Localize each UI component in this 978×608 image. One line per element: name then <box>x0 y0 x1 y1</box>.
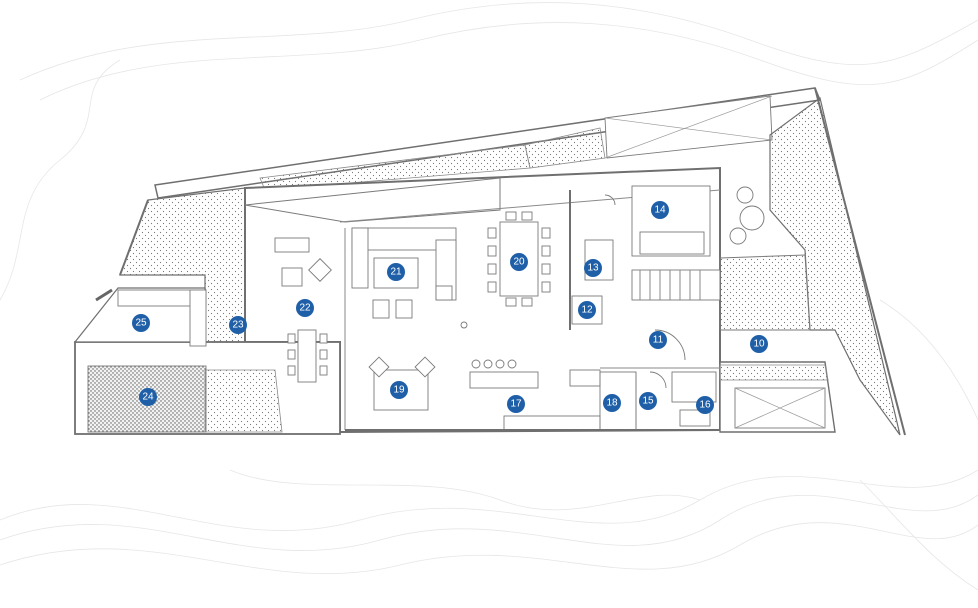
svg-text:16: 16 <box>699 400 711 411</box>
room-badge-22[interactable]: 22 <box>296 299 314 317</box>
room-badge-18[interactable]: 18 <box>603 394 621 412</box>
room-badge-15[interactable]: 15 <box>639 392 657 410</box>
svg-text:21: 21 <box>390 267 402 278</box>
room-badge-19[interactable]: 19 <box>390 381 408 399</box>
svg-text:17: 17 <box>510 399 522 410</box>
room-badge-20[interactable]: 20 <box>510 253 528 271</box>
planter-strip-north <box>154 87 822 199</box>
planter-east <box>769 87 906 436</box>
room-badge-17[interactable]: 17 <box>507 395 525 413</box>
svg-text:12: 12 <box>581 305 593 316</box>
dining-room-20 <box>460 211 551 329</box>
room-badge-23[interactable]: 23 <box>229 316 247 334</box>
lounge-kitchen <box>345 356 720 431</box>
room-badge-10[interactable]: 10 <box>750 335 768 353</box>
svg-text:20: 20 <box>513 257 525 268</box>
room-badge-24[interactable]: 24 <box>139 388 157 406</box>
svg-text:10: 10 <box>753 339 765 350</box>
room-badge-11[interactable]: 11 <box>649 331 667 349</box>
topographic-background <box>0 2 978 591</box>
room-badge-21[interactable]: 21 <box>387 263 405 281</box>
svg-text:22: 22 <box>299 303 311 314</box>
room-badge-25[interactable]: 25 <box>132 314 150 332</box>
dining-area-22 <box>274 237 332 383</box>
svg-text:25: 25 <box>135 318 147 329</box>
svg-text:19: 19 <box>393 385 405 396</box>
svg-text:11: 11 <box>653 335 664 346</box>
room-badges: 10 11 12 13 14 15 16 17 18 19 20 21 22 2… <box>132 201 768 414</box>
room-badge-12[interactable]: 12 <box>578 301 596 319</box>
room-badge-16[interactable]: 16 <box>696 396 714 414</box>
svg-text:14: 14 <box>654 205 666 216</box>
terrace-10 <box>719 254 836 433</box>
room-badge-13[interactable]: 13 <box>584 259 602 277</box>
svg-text:15: 15 <box>642 396 654 407</box>
room-badge-14[interactable]: 14 <box>651 201 669 219</box>
svg-text:23: 23 <box>232 320 244 331</box>
svg-text:18: 18 <box>606 398 618 409</box>
svg-text:24: 24 <box>142 392 154 403</box>
svg-text:13: 13 <box>587 263 599 274</box>
living-room-21 <box>344 227 457 430</box>
